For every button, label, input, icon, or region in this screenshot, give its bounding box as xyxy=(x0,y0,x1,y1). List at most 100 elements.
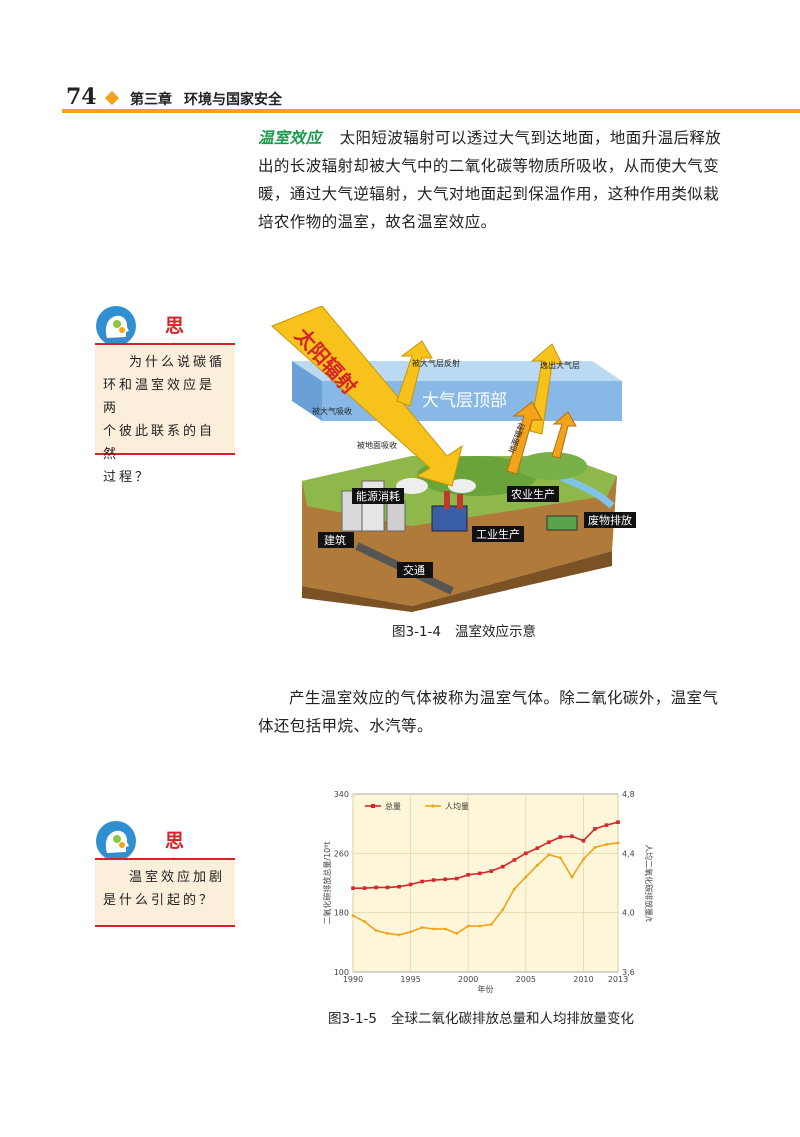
data-point xyxy=(489,923,493,926)
think-question: 温室效应加剧 是什么引起的？ xyxy=(95,860,235,927)
legend-label: 人均量 xyxy=(445,801,469,811)
data-point xyxy=(570,875,574,879)
data-point xyxy=(443,877,447,882)
agri-tag: 农业生产 xyxy=(511,487,555,501)
data-point xyxy=(501,908,505,912)
y-axis-label-left: 二氧化碳排放总量/10⁸t xyxy=(322,841,332,924)
x-tick-label: 2000 xyxy=(458,975,478,984)
question-line: 过程？ xyxy=(103,470,152,485)
chapter-label: 第三章 xyxy=(130,92,172,108)
data-point xyxy=(616,820,620,824)
plot-area xyxy=(352,793,619,973)
chapter-title: 环境与国家安全 xyxy=(184,92,282,108)
data-point xyxy=(397,884,401,889)
figure-title: 全球二氧化碳排放总量和人均排放量变化 xyxy=(391,1011,635,1027)
x-axis-label: 年份 xyxy=(478,984,494,994)
data-point xyxy=(524,875,528,879)
legend-label: 总量 xyxy=(385,801,401,811)
data-point xyxy=(455,932,459,935)
data-point xyxy=(535,863,539,867)
data-point xyxy=(570,834,574,839)
data-point xyxy=(512,887,516,891)
data-point xyxy=(351,914,355,918)
paragraph-greenhouse: 温室效应太阳短波辐射可以透过大气到达地面，地面升温后释放出的长波辐射却被大气中的… xyxy=(258,124,728,236)
figure-title: 温室效应示意 xyxy=(455,624,537,640)
data-point xyxy=(454,876,459,881)
series-line-0 xyxy=(353,821,619,889)
data-point xyxy=(466,924,470,928)
data-point xyxy=(478,924,482,928)
y-tick-label-left: 260 xyxy=(334,849,349,858)
data-point xyxy=(547,840,551,845)
y-tick-label-right: 4,4 xyxy=(622,849,635,858)
data-point xyxy=(512,858,517,862)
atmosphere-label: 大气层顶部 xyxy=(422,391,507,411)
data-point xyxy=(605,843,608,846)
question-line: 是什么引起的？ xyxy=(103,893,216,908)
x-tick-label: 2010 xyxy=(573,975,593,984)
data-point xyxy=(397,933,401,937)
greenhouse-illustration: 大气层顶部 太阳辐射 被大气层反射 逸出大气层 地面辐射 被大气吸收 被地面吸收… xyxy=(271,306,636,612)
page-number: 74 xyxy=(66,84,97,110)
data-point xyxy=(558,856,562,860)
question-line: 为什么说碳循 xyxy=(129,355,226,370)
data-point xyxy=(500,864,505,869)
data-point xyxy=(386,932,389,935)
think-rule xyxy=(95,343,235,345)
data-point xyxy=(362,886,367,890)
data-point xyxy=(593,827,597,831)
data-point xyxy=(431,878,436,882)
paragraph-greenhouse-gases: 产生温室效应的气体被称为温室气体。除二氧化碳外，温室气体还包括甲烷、水汽等。 xyxy=(258,689,719,735)
data-point xyxy=(466,873,471,877)
y-axis-label-right: 人均二氧化碳排放量/t xyxy=(644,844,654,922)
building-tag: 建筑 xyxy=(324,533,346,547)
header-rule xyxy=(62,109,800,113)
data-point xyxy=(477,871,482,876)
data-point xyxy=(582,857,585,861)
industry-tag: 工业生产 xyxy=(476,527,520,541)
data-point xyxy=(385,885,390,890)
waste-tag: 废物排放 xyxy=(588,513,632,527)
x-tick-label: 1995 xyxy=(400,975,420,984)
question-line: 个彼此联系的自然 xyxy=(103,424,216,462)
data-point xyxy=(581,838,586,843)
data-point xyxy=(443,927,447,931)
y-tick-label-right: 3,6 xyxy=(622,968,635,977)
x-tick-label: 2005 xyxy=(516,975,536,984)
head-gear-icon xyxy=(96,306,136,346)
data-point xyxy=(363,920,366,923)
legend-marker xyxy=(431,804,435,808)
term-greenhouse-effect: 温室效应 xyxy=(258,128,322,147)
series-line-1 xyxy=(352,842,619,936)
energy-tag: 能源消耗 xyxy=(356,489,400,503)
y-tick-label-left: 180 xyxy=(334,909,349,918)
data-point xyxy=(432,927,436,931)
x-tick-label: 2013 xyxy=(608,975,628,984)
data-point xyxy=(558,835,563,839)
data-point xyxy=(374,885,378,890)
data-point xyxy=(547,853,551,857)
data-point xyxy=(409,930,413,934)
reflect-label: 被大气层反射 xyxy=(412,358,460,368)
think-question: 为什么说碳循 环和温室效应是两 个彼此联系的自然 过程？ xyxy=(95,345,235,485)
y-tick-label-left: 340 xyxy=(334,790,349,799)
absorbed-atm-label: 被大气吸收 xyxy=(312,406,352,416)
question-line: 环和温室效应是两 xyxy=(103,378,216,416)
data-point xyxy=(374,929,378,932)
absorbed-ground-label: 被地面吸收 xyxy=(357,440,397,450)
data-point xyxy=(489,869,494,873)
diamond-icon xyxy=(104,90,120,106)
data-point xyxy=(351,886,355,890)
y-tick-label-left: 100 xyxy=(334,968,349,977)
x-tick-label: 1990 xyxy=(343,975,363,984)
figure-number: 图3-1-5 xyxy=(328,1011,378,1027)
legend-marker xyxy=(371,804,375,808)
y-tick-label-right: 4,8 xyxy=(622,790,635,799)
head-gear-icon xyxy=(96,821,136,861)
data-point xyxy=(408,882,413,887)
data-point xyxy=(524,851,528,856)
data-point xyxy=(420,879,424,884)
think-rule xyxy=(95,858,235,860)
